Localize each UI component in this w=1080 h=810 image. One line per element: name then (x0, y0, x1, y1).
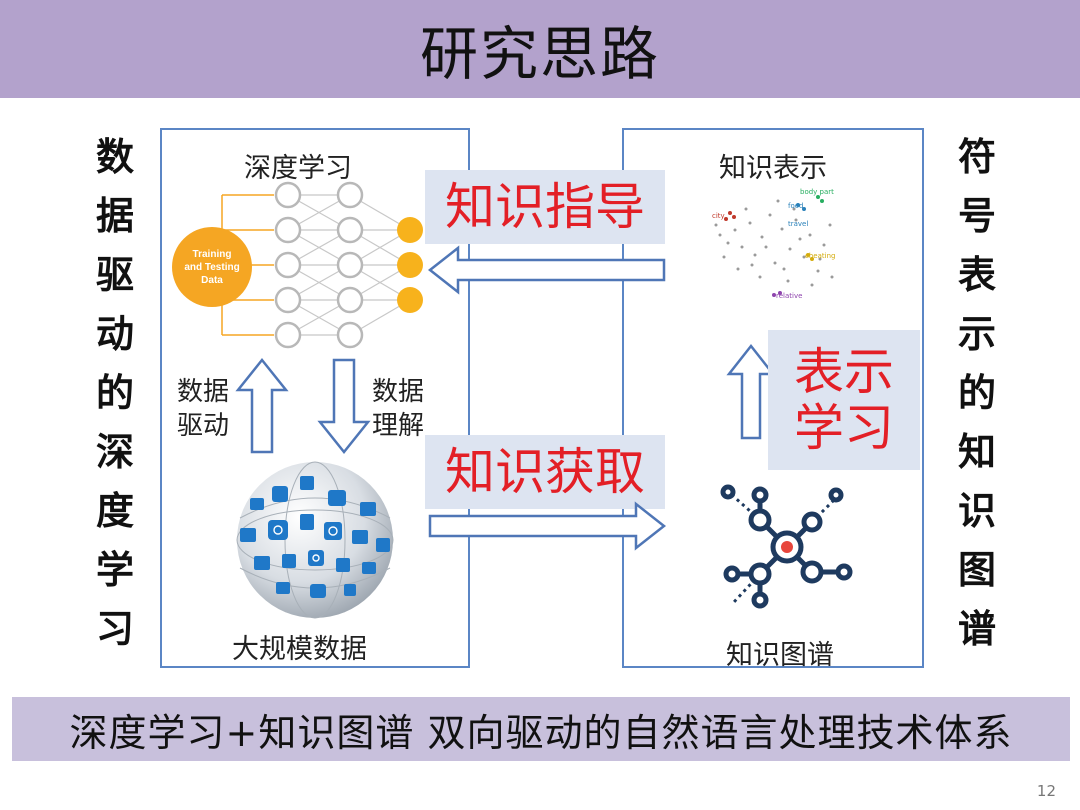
page-number: 12 (1036, 782, 1056, 800)
left-char: 的 (95, 371, 134, 415)
representation-learning-callout: 表示 学习 (768, 330, 920, 470)
knowledge-graph-label: 知识图谱 (726, 640, 834, 671)
badge-line: Training (192, 249, 232, 260)
right-char: 符 (957, 135, 996, 179)
embedding-word: food (788, 202, 804, 210)
badge-line: Data (201, 275, 223, 286)
embedding-word: travel (788, 220, 809, 228)
right-char: 示 (957, 312, 996, 356)
badge-line: and Testing (184, 262, 240, 273)
data-driven-label: 数据 驱动 (177, 375, 229, 443)
label-line: 理解 (372, 411, 425, 441)
right-char: 的 (957, 371, 996, 415)
right-char: 识 (957, 489, 996, 533)
knowledge-representation-label: 知识表示 (719, 153, 827, 184)
down-arrow-icon (317, 358, 371, 455)
left-arrow-icon (427, 245, 666, 295)
left-char: 度 (95, 489, 134, 533)
title-bar: 研究思路 (0, 0, 1080, 98)
summary-banner: 深度学习+知识图谱 双向驱动的自然语言处理技术体系 (12, 697, 1070, 761)
right-vertical-caption: 符 号 表 示 的 知 识 图 谱 (947, 128, 1007, 659)
knowledge-acquisition-callout: 知识获取 (425, 435, 665, 509)
deep-learning-label: 深度学习 (244, 153, 352, 184)
label-line: 数据 (372, 377, 425, 407)
embedding-word: city (712, 212, 725, 220)
embedding-word: relative (776, 292, 803, 300)
right-arrow-icon (428, 501, 667, 551)
embedding-word: body part (800, 188, 834, 196)
knowledge-guidance-callout: 知识指导 (425, 170, 665, 244)
left-char: 数 (95, 135, 134, 179)
right-char: 号 (957, 194, 996, 238)
callout-line: 学习 (794, 399, 894, 457)
left-vertical-caption: 数 据 驱 动 的 深 度 学 习 (85, 128, 145, 659)
right-char: 知 (957, 430, 996, 474)
knowledge-graph-icon (720, 484, 853, 609)
label-line: 驱动 (177, 411, 230, 441)
left-char: 驱 (95, 253, 134, 297)
left-char: 习 (95, 607, 134, 651)
embedding-word: cheating (805, 252, 836, 260)
big-data-label: 大规模数据 (232, 634, 367, 665)
big-data-globe-icon (236, 461, 394, 619)
left-char: 深 (95, 430, 134, 474)
label-line: 数据 (177, 377, 230, 407)
left-char: 学 (95, 548, 134, 592)
neural-network-icon (172, 181, 423, 349)
page-title: 研究思路 (419, 20, 660, 88)
data-understanding-label: 数据 理解 (372, 375, 424, 443)
summary-text: 深度学习+知识图谱 双向驱动的自然语言处理技术体系 (69, 710, 1013, 755)
embedding-scatter-icon (714, 195, 834, 297)
right-char: 图 (957, 548, 996, 592)
training-data-badge: Training and Testing Data (172, 248, 252, 287)
right-char: 表 (957, 253, 996, 297)
left-char: 据 (95, 194, 134, 238)
callout-line: 表示 (794, 343, 894, 401)
left-char: 动 (95, 312, 134, 356)
up-arrow-icon (235, 357, 289, 454)
right-char: 谱 (957, 607, 996, 651)
